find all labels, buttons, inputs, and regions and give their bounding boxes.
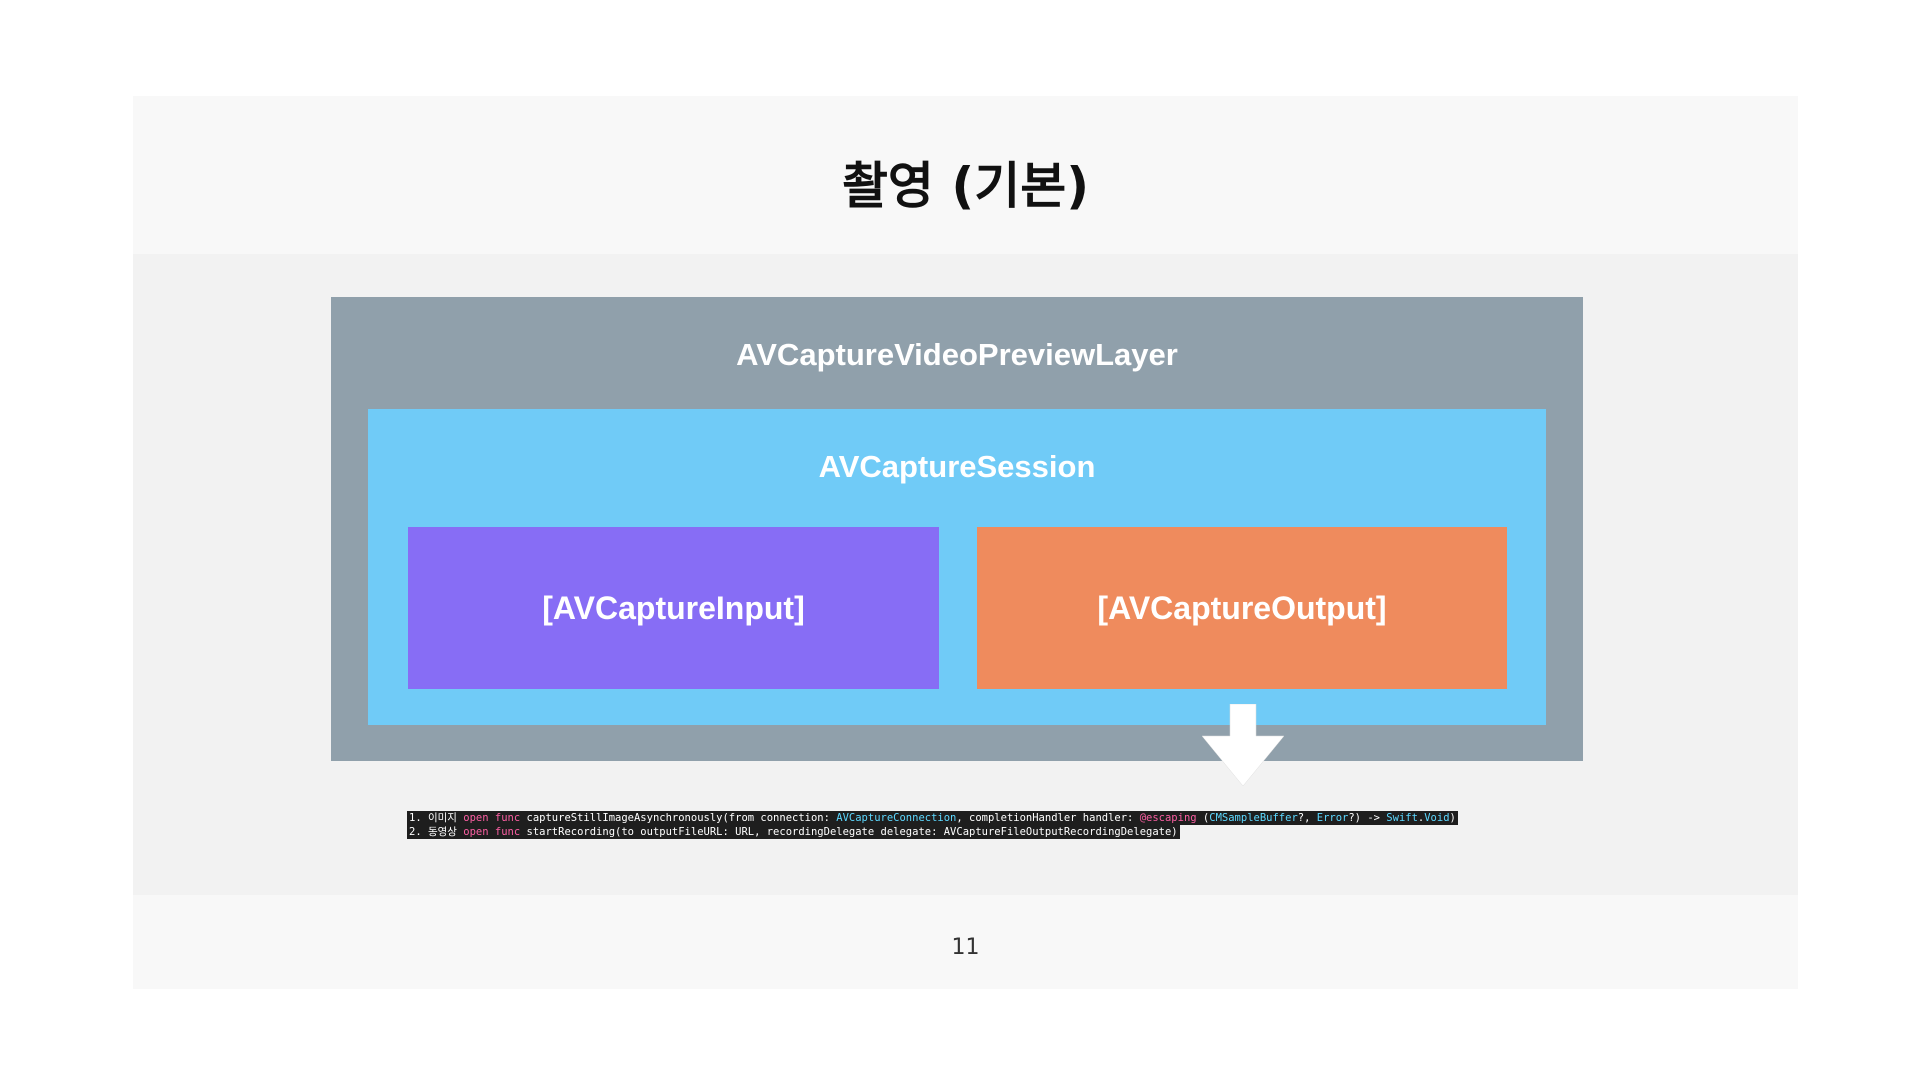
code-text: ?) -> xyxy=(1348,812,1387,824)
capture-output-label: [AVCaptureOutput] xyxy=(1097,589,1387,626)
page-number: 11 xyxy=(951,935,980,960)
code-text: startRecording(to outputFileURL: URL, re… xyxy=(520,826,1178,838)
code-type: Swift xyxy=(1386,812,1418,824)
code-line-image: 1. 이미지 open func captureStillImageAsynch… xyxy=(407,811,1458,825)
code-text: captureStillImageAsynchronously(from con… xyxy=(520,812,837,824)
code-text: ?, xyxy=(1297,812,1317,824)
code-type: CMSampleBuffer xyxy=(1209,812,1298,824)
code-prefix: 1. 이미지 xyxy=(409,812,464,824)
session-label: AVCaptureSession xyxy=(818,449,1096,484)
code-text: ) xyxy=(1449,812,1456,824)
code-text: , completionHandler handler: xyxy=(956,812,1140,824)
slide-title: 촬영 (기본) xyxy=(841,157,1090,215)
code-prefix: 2. 동영상 xyxy=(409,826,464,838)
footer-band xyxy=(133,895,1798,989)
code-keyword: open func xyxy=(463,812,521,824)
code-type: Void xyxy=(1424,812,1450,824)
code-attribute: @escaping xyxy=(1139,812,1197,824)
code-block: 1. 이미지 open func captureStillImageAsynch… xyxy=(407,811,1458,839)
code-line-video: 2. 동영상 open func startRecording(to outpu… xyxy=(407,825,1180,839)
capture-output-box: [AVCaptureOutput] xyxy=(977,527,1507,689)
code-keyword: open func xyxy=(463,826,521,838)
code-type: Error xyxy=(1316,812,1349,824)
code-type: AVCaptureConnection xyxy=(836,812,957,824)
code-text: . xyxy=(1417,812,1425,824)
title-band xyxy=(133,96,1798,254)
capture-input-label: [AVCaptureInput] xyxy=(542,589,805,626)
code-text: ( xyxy=(1196,812,1210,824)
preview-layer-label: AVCaptureVideoPreviewLayer xyxy=(736,337,1178,372)
capture-input-box: [AVCaptureInput] xyxy=(408,527,939,689)
down-arrow-icon xyxy=(1202,704,1284,786)
